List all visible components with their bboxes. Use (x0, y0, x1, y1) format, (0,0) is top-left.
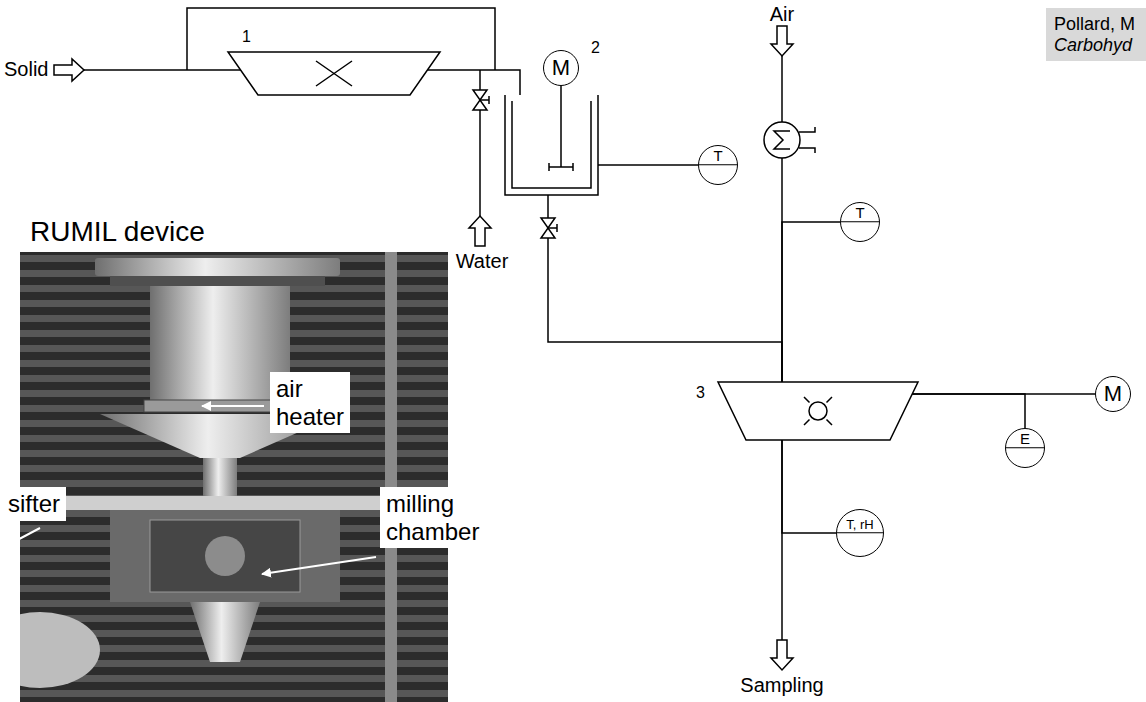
valve-stem (548, 224, 557, 232)
unit-number: 1 (242, 29, 251, 45)
milling-housing (110, 510, 340, 602)
heating-ports (799, 127, 815, 153)
instrument-tag: T (855, 205, 864, 220)
temperature-indicator: T (840, 202, 880, 242)
stream-label: Water (456, 250, 509, 273)
vessel-wall (505, 95, 598, 195)
callout-box: milling chamber (380, 487, 485, 548)
motor-label: M (552, 57, 570, 79)
callout-box: sifter (2, 487, 66, 521)
process-line (912, 394, 1025, 428)
mixer-unit: 1 (228, 52, 440, 95)
motor-label: M (1104, 383, 1122, 405)
callout-text: milling chamber (386, 490, 479, 545)
mill-rotor (809, 402, 827, 420)
mill-unit-drawing (718, 382, 918, 440)
shared-display-line (841, 221, 879, 222)
shared-display-line (1006, 447, 1044, 448)
inlet-arrow (771, 26, 793, 56)
process-line (782, 440, 836, 533)
valve-symbol (473, 100, 487, 110)
motor-symbol: M (1095, 376, 1131, 412)
sifter-body (20, 612, 100, 688)
mill-outline (718, 382, 918, 440)
rotor (205, 536, 245, 576)
unit-number: 3 (696, 385, 705, 401)
outlet-cone (190, 602, 260, 662)
instrument-tag: E (1020, 431, 1030, 446)
jacketed-vessel-drawing (505, 95, 598, 195)
process-line (598, 164, 698, 166)
instrument-tag: T (713, 148, 722, 163)
callout-text: sifter (8, 490, 60, 518)
outlet-valve (541, 218, 557, 238)
citation-text: Carbohyd (1054, 35, 1142, 56)
water-valve (473, 90, 489, 110)
mixer-symbol (316, 61, 352, 86)
agitator (549, 95, 573, 171)
inlet-arrow (469, 216, 491, 246)
leader-arrow (6, 528, 40, 546)
energy-meter: E (1005, 428, 1045, 468)
temperature-humidity-sensor: T, rH (836, 509, 884, 557)
device-photo (20, 252, 448, 702)
citation-box: Pollard, MCarbohyd (1046, 8, 1146, 61)
top-cap (95, 258, 340, 276)
instrument-tag: T, rH (846, 518, 873, 531)
cap-rim (110, 276, 325, 286)
stream-label: Air (770, 3, 794, 26)
jacketed-vessel: 2 (505, 95, 598, 195)
inlet-arrow (54, 59, 84, 81)
shared-display-line (699, 164, 737, 165)
valve-symbol (473, 90, 487, 100)
support-rod (385, 252, 397, 702)
valve-symbol (541, 218, 555, 228)
temperature-indicator: T (698, 145, 738, 185)
callout-text: air heater (276, 375, 344, 430)
air-heat-exchanger (764, 122, 815, 158)
citation-text: Pollard, M (1054, 14, 1142, 35)
solid-feed-line (84, 69, 241, 71)
mixer-outline (228, 52, 440, 95)
vessel-jacket (512, 101, 591, 188)
leader-arrow (202, 405, 264, 407)
leader-arrow (262, 557, 376, 574)
photo-title: RUMIL device (30, 216, 205, 248)
air-cylinder (150, 286, 290, 402)
exchanger-symbol (774, 131, 790, 149)
mill-unit: 3 (718, 382, 918, 440)
mill-spokes (804, 397, 832, 425)
callout-box: air heater (270, 372, 350, 433)
stream-label: Solid (4, 58, 48, 81)
process-line (548, 195, 782, 382)
outlet-arrow (771, 640, 793, 670)
motor-symbol: M (543, 50, 579, 86)
exchanger-circle (764, 122, 800, 158)
shared-display-line (837, 532, 883, 533)
process-line (782, 222, 840, 382)
stream-label: Sampling (740, 674, 823, 697)
process-line (560, 86, 562, 95)
valve-stem (480, 96, 489, 104)
funnel-neck (203, 458, 237, 496)
unit-number: 2 (591, 40, 600, 56)
mixer-unit-drawing (228, 52, 440, 95)
process-lines (84, 8, 782, 640)
base-plate (30, 496, 440, 510)
valve-symbol (541, 228, 555, 238)
milling-window (150, 520, 300, 592)
